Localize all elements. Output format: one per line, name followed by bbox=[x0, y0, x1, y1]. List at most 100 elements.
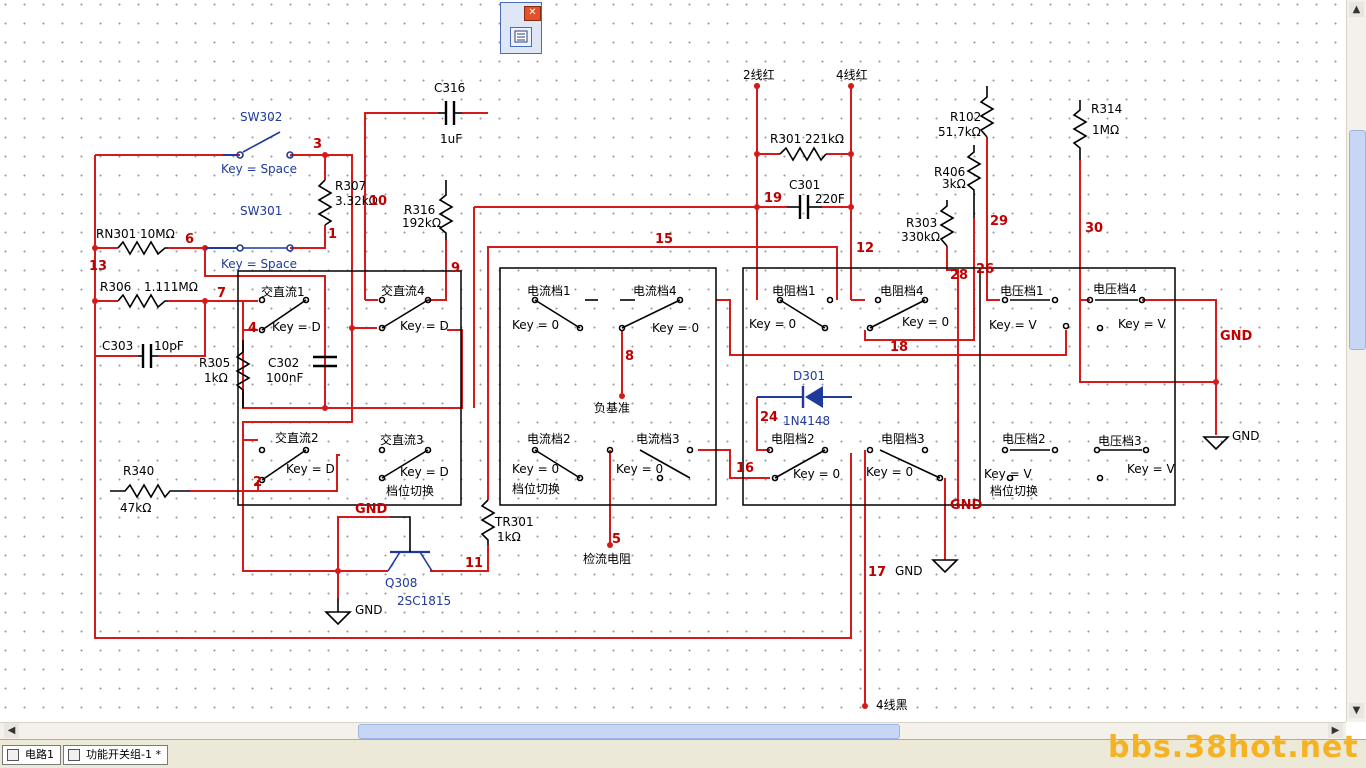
sw301-label: SW301 bbox=[240, 204, 282, 218]
ac4-label: 交直流4 bbox=[381, 283, 425, 298]
net-16: 16 bbox=[736, 461, 754, 476]
cur2-label: 电流档2 bbox=[527, 432, 571, 446]
gnd-label-mid: GND bbox=[895, 564, 923, 578]
vertical-scroll-thumb[interactable] bbox=[1349, 130, 1366, 350]
ac2-key: Key = D bbox=[286, 462, 335, 476]
gnd-net-right: GND bbox=[1220, 329, 1253, 344]
tab-label: 功能开关组-1 * bbox=[86, 748, 161, 761]
net-1: 1 bbox=[328, 227, 337, 242]
scroll-down-icon[interactable]: ▼ bbox=[1349, 703, 1364, 718]
vol4-key: Key = V bbox=[1118, 317, 1166, 331]
cur4-label: 电流档4 bbox=[633, 284, 677, 298]
scroll-up-icon[interactable]: ▲ bbox=[1349, 2, 1364, 17]
ground-symbols bbox=[324, 436, 1230, 626]
horizontal-scrollbar[interactable]: ◀ ▶ bbox=[0, 722, 1346, 739]
r316-value: 192kΩ bbox=[402, 216, 441, 230]
q308-label: Q308 bbox=[385, 576, 417, 590]
r307-label: R307 bbox=[335, 179, 366, 193]
scroll-right-icon[interactable]: ▶ bbox=[1328, 723, 1343, 738]
d301-value: 1N4148 bbox=[783, 414, 830, 428]
terminal-labels: 2线红 4线红 4线黑 负基准 检流电阻 GND GND GND GND GND… bbox=[355, 67, 1260, 712]
net-11: 11 bbox=[465, 556, 483, 571]
circuit-schematic: SW302 Key = Space SW301 Key = Space C316… bbox=[89, 67, 1260, 712]
net-5: 5 bbox=[612, 532, 621, 547]
net-19: 19 bbox=[764, 191, 782, 206]
gnd-label-q308: GND bbox=[355, 603, 383, 617]
d301-diode bbox=[757, 386, 852, 408]
vol1-label: 电压档1 bbox=[1000, 284, 1044, 298]
r102-label: R102 bbox=[950, 110, 981, 124]
net-13: 13 bbox=[89, 259, 107, 274]
net-numbers: 1 2 3 4 5 6 7 8 9 10 11 12 13 15 16 17 1… bbox=[89, 137, 1103, 580]
q308-transistor bbox=[338, 516, 433, 572]
r406-label: R406 bbox=[934, 165, 965, 179]
wire2-red-label: 2线红 bbox=[743, 67, 775, 82]
res3-label: 电阻档3 bbox=[881, 432, 925, 446]
ac2-label: 交直流2 bbox=[275, 430, 319, 445]
r406-value: 3kΩ bbox=[942, 177, 966, 191]
net-12: 12 bbox=[856, 241, 874, 256]
sw302-key: Key = Space bbox=[221, 162, 297, 176]
c301-value: 220F bbox=[815, 192, 845, 206]
r303-label: R303 bbox=[906, 216, 937, 230]
cur3-label: 电流档3 bbox=[636, 432, 680, 446]
gnd-label-right: GND bbox=[1232, 429, 1260, 443]
d301-label: D301 bbox=[793, 369, 825, 383]
wires bbox=[94, 86, 1217, 706]
res2-label: 电阻档2 bbox=[771, 432, 815, 446]
net-6: 6 bbox=[185, 232, 194, 247]
schematic-sheet-icon bbox=[68, 749, 80, 761]
net-24: 24 bbox=[760, 410, 778, 425]
floating-toolbox[interactable]: ✕ bbox=[500, 2, 542, 54]
r340-label: R340 bbox=[123, 464, 154, 478]
r102-value: 51.7kΩ bbox=[938, 125, 981, 139]
sheet-tab-bar: 电路1 功能开关组-1 * bbox=[0, 739, 1366, 768]
c316-label: C316 bbox=[434, 81, 465, 95]
component-list-icon[interactable] bbox=[510, 27, 532, 47]
cur1-label: 电流档1 bbox=[527, 284, 571, 298]
cur3-key: Key = 0 bbox=[616, 462, 663, 476]
c302-value: 100nF bbox=[266, 371, 304, 385]
gnd-net-mid: GND bbox=[950, 498, 983, 513]
schematic-canvas[interactable]: SW302 Key = Space SW301 Key = Space C316… bbox=[0, 0, 1346, 722]
ac-dc-switch-box bbox=[237, 270, 462, 506]
tr301-label: TR301 bbox=[494, 515, 534, 529]
tab-label: 电路1 bbox=[25, 748, 54, 761]
r314-label: R314 bbox=[1091, 102, 1122, 116]
net-28: 28 bbox=[950, 268, 968, 283]
ac-group-label: 档位切换 bbox=[386, 483, 434, 498]
tab-function-switch-group[interactable]: 功能开关组-1 * bbox=[63, 745, 168, 765]
sw302-switch bbox=[223, 131, 294, 159]
net-7: 7 bbox=[217, 286, 226, 301]
net-4: 4 bbox=[248, 321, 257, 336]
tab-circuit1[interactable]: 电路1 bbox=[2, 745, 61, 765]
r301-label: R301 221kΩ bbox=[770, 132, 844, 146]
r314-value: 1MΩ bbox=[1092, 123, 1119, 137]
net-29: 29 bbox=[990, 214, 1008, 229]
res4-label: 电阻档4 bbox=[880, 284, 924, 298]
sense-res-label: 检流电阻 bbox=[583, 551, 631, 566]
capacitors bbox=[138, 101, 822, 368]
gnd-net-left: GND bbox=[355, 502, 388, 517]
r305-value: 1kΩ bbox=[204, 371, 228, 385]
cur2-key: Key = 0 bbox=[512, 462, 559, 476]
net-26: 26 bbox=[976, 262, 994, 277]
r305-label: R305 bbox=[199, 356, 230, 370]
close-icon[interactable]: ✕ bbox=[524, 6, 541, 21]
vol2-label: 电压档2 bbox=[1002, 432, 1046, 446]
c302-label: C302 bbox=[268, 356, 299, 370]
res3-key: Key = 0 bbox=[866, 465, 913, 479]
vertical-scrollbar[interactable]: ▲ ▼ bbox=[1346, 0, 1366, 722]
r306-value: 1.111MΩ bbox=[144, 280, 198, 294]
switch-labels: 交直流1 Key = D 交直流4 Key = D 交直流2 Key = D 交… bbox=[261, 282, 1175, 498]
net-15: 15 bbox=[655, 232, 673, 247]
res-volt-switch-box bbox=[742, 267, 1176, 506]
res2-key: Key = 0 bbox=[793, 467, 840, 481]
wire4-black-label: 4线黑 bbox=[876, 698, 908, 712]
scroll-left-icon[interactable]: ◀ bbox=[4, 723, 19, 738]
horizontal-scroll-thumb[interactable] bbox=[358, 724, 900, 739]
c301-label: C301 bbox=[789, 178, 820, 192]
res1-label: 电阻档1 bbox=[772, 284, 816, 298]
net-18: 18 bbox=[890, 340, 908, 355]
switch-contacts bbox=[258, 296, 1150, 484]
